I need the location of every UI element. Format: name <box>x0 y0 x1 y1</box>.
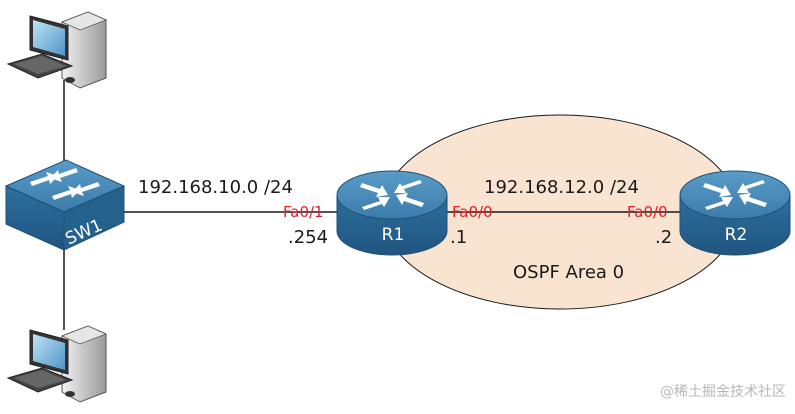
watermark-text: @稀土掘金技术社区 <box>660 384 786 400</box>
r2-wan-interface-label: Fa0/0 <box>627 203 668 221</box>
lan-network-label: 192.168.10.0 /24 <box>138 177 293 198</box>
r1-lan-interface-label: Fa0/1 <box>283 203 324 221</box>
r1-wan-interface-label: Fa0/0 <box>452 203 493 221</box>
device-label-r1: R1 <box>382 225 405 245</box>
router-icon <box>679 170 791 256</box>
router-icon <box>336 170 448 256</box>
wan-network-label: 192.168.12.0 /24 <box>484 177 639 198</box>
ospf-area-label: OSPF Area 0 <box>513 262 624 283</box>
device-label-r2: R2 <box>725 225 748 245</box>
switch-icon <box>4 159 126 251</box>
computer-icon <box>6 11 108 89</box>
computer-icon <box>6 325 108 403</box>
r1-lan-ip-label: .254 <box>288 227 328 248</box>
r1-wan-ip-label: .1 <box>450 227 467 248</box>
r2-wan-ip-label: .2 <box>655 227 672 248</box>
